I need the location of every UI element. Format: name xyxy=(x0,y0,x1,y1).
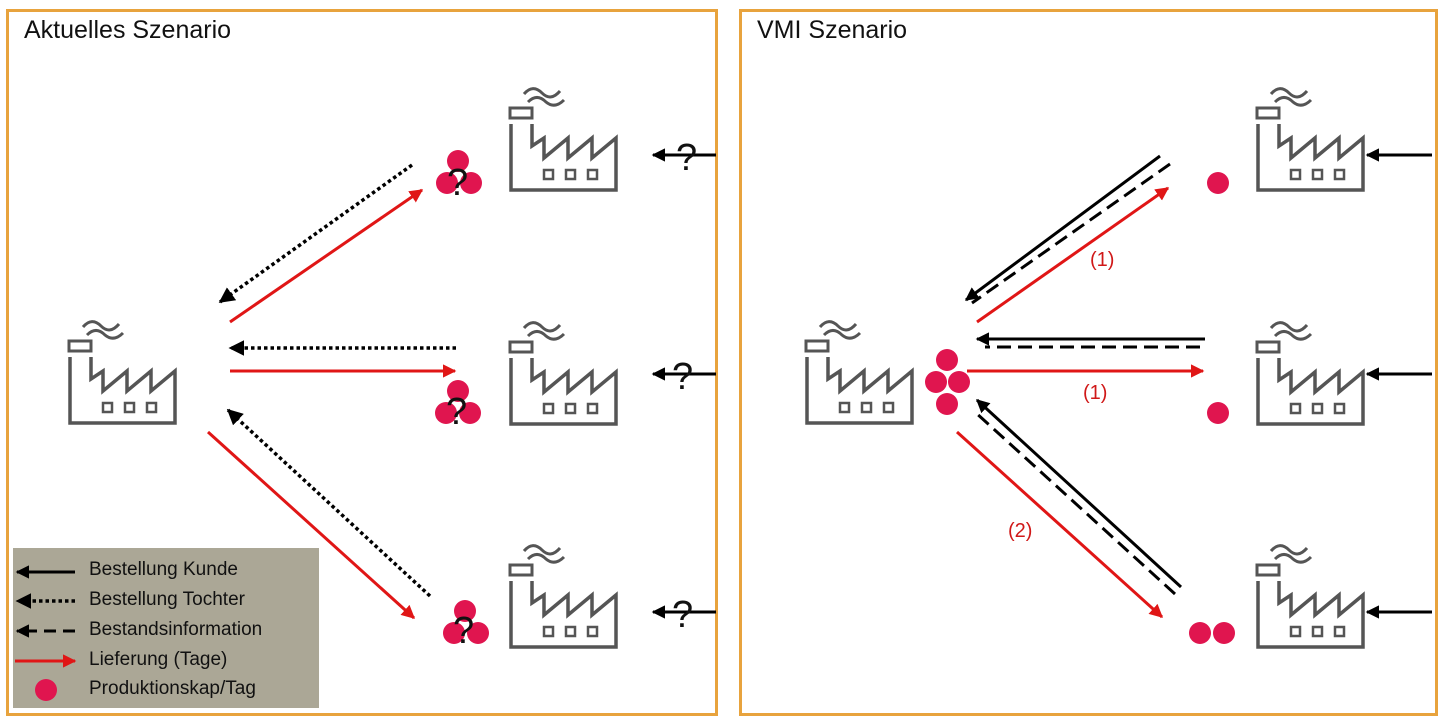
delivery-arrow-top-left xyxy=(229,188,424,324)
capacity-dot-top-right xyxy=(1207,172,1229,194)
factory-icon-top-right xyxy=(1255,86,1365,192)
question-mark-customer-bottom: ? xyxy=(672,594,693,636)
legend-label-customer-order: Bestellung Kunde xyxy=(89,559,238,580)
factory-icon-bottom-right xyxy=(1255,543,1365,649)
inventory-info-arrow-bottom-right xyxy=(973,410,1177,596)
order-daughter-arrow-top xyxy=(218,163,414,304)
delivery-arrow-top-right xyxy=(976,186,1170,324)
legend-label-delivery: Lieferung (Tage) xyxy=(89,649,228,670)
legend-label-inventory-info: Bestandsinformation xyxy=(89,619,263,640)
delivery-arrow-bottom-right xyxy=(955,430,1164,619)
factory-icon-main-right xyxy=(804,319,914,425)
capacity-cluster-bottom-right xyxy=(1189,622,1235,644)
capacity-dot-mid-right xyxy=(1207,402,1229,424)
inventory-info-arrow-top-right xyxy=(971,162,1171,305)
capacity-cluster-bottom-left: ? xyxy=(443,600,489,652)
question-mark-mid-left: ? xyxy=(446,391,467,433)
delivery-label-bottom-right: (2) xyxy=(1008,520,1032,542)
delivery-label-top-right: (1) xyxy=(1090,249,1114,271)
panel-vmi-scenario: VMI Szenario xyxy=(739,9,1438,716)
legend: Bestellung Kunde Bestellung Tochter Best… xyxy=(13,548,319,708)
panel-title-current: Aktuelles Szenario xyxy=(24,16,232,44)
delivery-label-mid-right: (1) xyxy=(1083,382,1107,404)
factory-icon-bottom-left xyxy=(508,543,618,649)
capacity-cluster-top-left: ? xyxy=(436,150,482,204)
factory-icon-main-left xyxy=(67,319,177,425)
capacity-cluster-main-right xyxy=(925,349,970,415)
factory-icon-top-left xyxy=(508,86,618,192)
question-mark-top-left: ? xyxy=(447,162,468,204)
legend-label-daughter-order: Bestellung Tochter xyxy=(89,589,245,610)
legend-label-capacity: Produktionskap/Tag xyxy=(89,678,256,699)
question-mark-customer-mid: ? xyxy=(672,356,693,398)
question-mark-bottom-left: ? xyxy=(453,610,474,652)
factory-icon-mid-right xyxy=(1255,320,1365,426)
legend-red-dot-icon xyxy=(35,679,57,701)
legend-symbols xyxy=(15,565,77,701)
capacity-cluster-mid-left: ? xyxy=(435,380,481,433)
factory-icon-mid-left xyxy=(508,320,618,426)
question-mark-customer-top: ? xyxy=(676,137,697,179)
panel-title-vmi: VMI Szenario xyxy=(757,16,908,44)
order-customer-arrow-top-right xyxy=(964,154,1161,302)
order-daughter-arrow-bottom xyxy=(226,408,432,598)
order-customer-arrow-bottom-right xyxy=(975,398,1183,589)
delivery-arrow-bottom-left xyxy=(206,430,416,620)
